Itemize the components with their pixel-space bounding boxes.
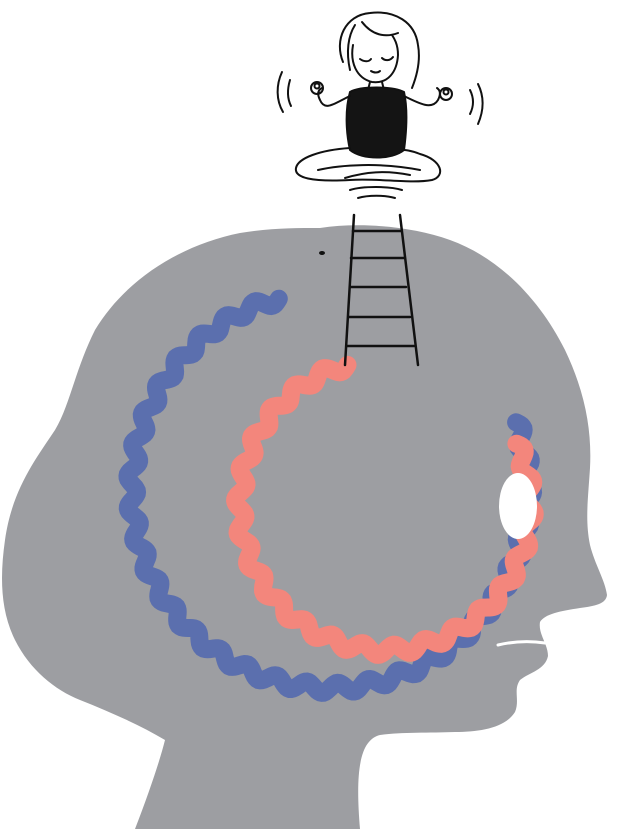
right-mudra-circle bbox=[444, 90, 449, 95]
speck bbox=[319, 251, 325, 255]
hover-line bbox=[350, 187, 402, 190]
leg-cross-line bbox=[318, 165, 420, 170]
motion-line bbox=[478, 84, 483, 124]
left-mudra-circle bbox=[315, 84, 320, 89]
motion-line bbox=[470, 90, 473, 114]
mouth bbox=[371, 71, 380, 73]
closed-eye-right bbox=[382, 57, 393, 60]
eye bbox=[499, 473, 537, 539]
hair-bangs bbox=[362, 22, 398, 35]
closed-eye-left bbox=[360, 59, 371, 61]
motion-line bbox=[278, 72, 283, 112]
shirt bbox=[347, 88, 407, 158]
motion-line bbox=[288, 80, 291, 106]
hover-line bbox=[358, 196, 395, 198]
right-arm bbox=[404, 88, 440, 105]
leg-cross-line bbox=[345, 172, 410, 178]
meditating-woman-figure bbox=[278, 13, 483, 198]
